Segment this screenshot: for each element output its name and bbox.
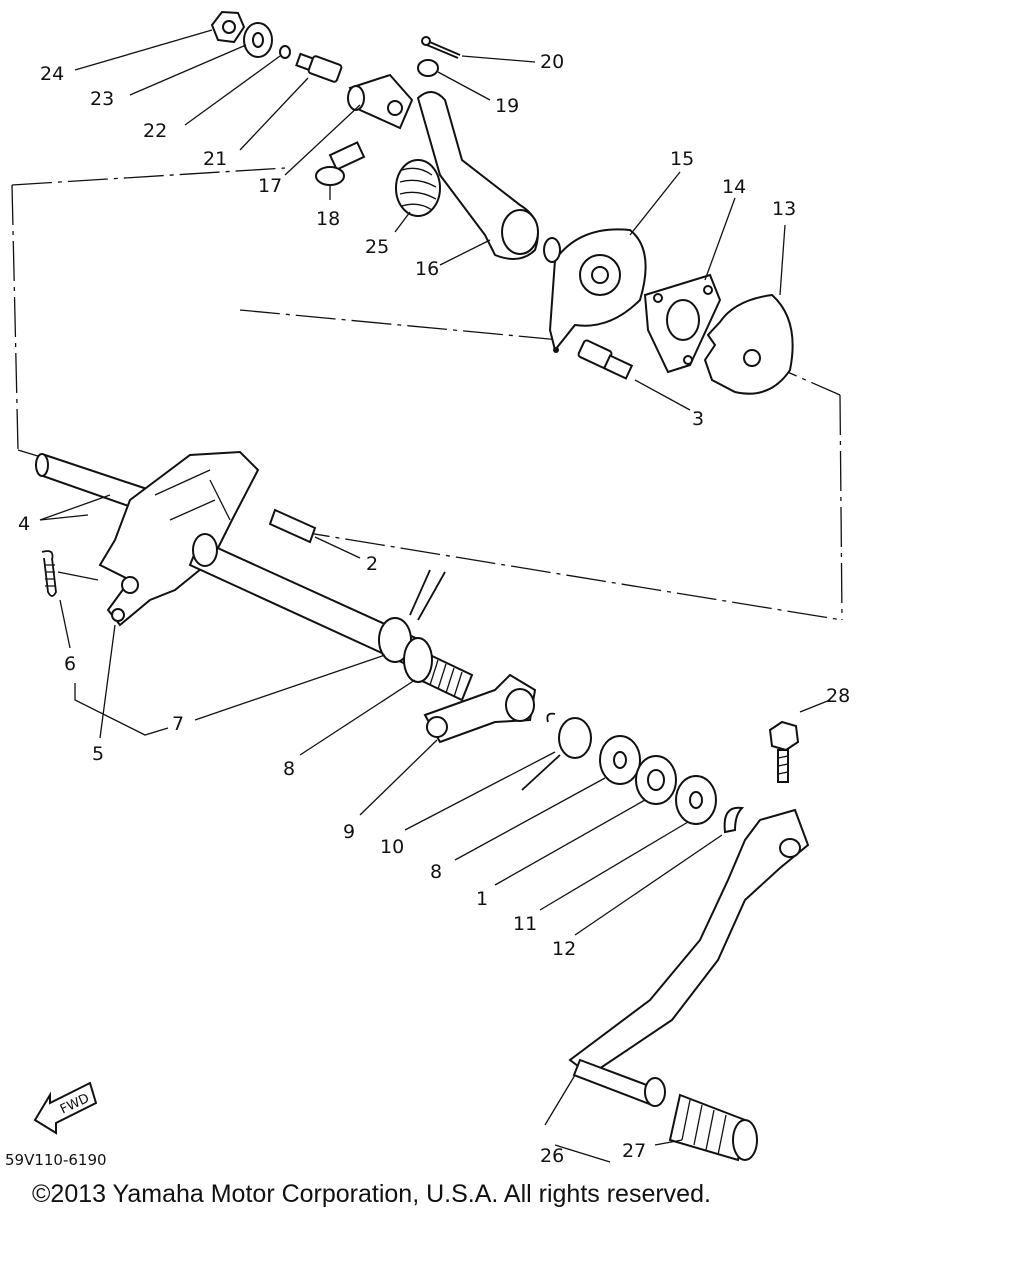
- callout-10: 10: [380, 836, 404, 858]
- callout-11: 11: [513, 913, 537, 935]
- part-17-clevis: [347, 73, 414, 130]
- callout-27: 27: [622, 1140, 646, 1162]
- part-16-shift-arm: [416, 91, 539, 260]
- callout-19: 19: [495, 95, 519, 117]
- copyright-notice: ©2013 Yamaha Motor Corporation, U.S.A. A…: [32, 1180, 711, 1208]
- part-11-washer: [675, 775, 717, 825]
- callout-13: 13: [772, 198, 796, 220]
- callout-25: 25: [365, 236, 389, 258]
- callout-22: 22: [143, 120, 167, 142]
- part-24-nut: [210, 10, 246, 44]
- part-19-washer: [417, 59, 439, 77]
- callout-7: 7: [172, 713, 184, 735]
- part-23-washer: [243, 22, 273, 58]
- callout-4: 4: [18, 513, 30, 535]
- callout-21: 21: [203, 148, 227, 170]
- part-18-pin: [315, 141, 366, 186]
- callout-24: 24: [40, 63, 64, 85]
- callout-6: 6: [64, 653, 76, 675]
- part-8-washer-a: [403, 637, 433, 683]
- part-12-clip: [723, 806, 745, 834]
- part-8-washer-b: [599, 735, 641, 785]
- callout-15: 15: [670, 148, 694, 170]
- shift-shaft-assembly: [35, 450, 474, 702]
- part-6-spring: [41, 550, 57, 597]
- drawing-code: 59V110-6190: [5, 1151, 107, 1169]
- callout-23: 23: [90, 88, 114, 110]
- exploded-parts-diagram: FWD 24 23: [5, 10, 850, 1169]
- part-7-spring: [378, 569, 446, 663]
- fwd-arrow-icon: FWD: [33, 1081, 98, 1135]
- callout-14: 14: [722, 176, 746, 198]
- part-9-lever: [423, 673, 537, 744]
- callout-5: 5: [92, 743, 104, 765]
- part-10-spring: [521, 712, 592, 791]
- callout-17: 17: [258, 175, 282, 197]
- part-25-spring: [395, 159, 441, 217]
- callout-1: 1: [476, 888, 488, 910]
- part-28-bolt: [768, 720, 800, 783]
- callout-12: 12: [552, 938, 576, 960]
- callout-16: 16: [415, 258, 439, 280]
- part-3-bolt: [577, 339, 634, 380]
- callout-8b: 8: [430, 861, 442, 883]
- part-20-cotter-pin: [421, 36, 461, 59]
- part-1-bushing: [635, 755, 677, 805]
- callout-2: 2: [366, 553, 378, 575]
- callout-20: 20: [540, 51, 564, 73]
- callout-28: 28: [826, 685, 850, 707]
- callout-3: 3: [692, 408, 704, 430]
- part-21-bolt: [295, 52, 343, 83]
- callout-26: 26: [540, 1145, 564, 1167]
- part-27-rubber: [668, 1093, 758, 1162]
- callout-labels: 24 23 22 21 17 18 20 19 25 16 15 14 13 3…: [5, 51, 850, 1169]
- part-26-shift-pedal: [568, 808, 810, 1107]
- part-14-plate: [643, 273, 722, 374]
- callout-8a: 8: [283, 758, 295, 780]
- callout-9: 9: [343, 821, 355, 843]
- part-2-pin: [268, 508, 317, 544]
- part-22-ring: [279, 45, 291, 59]
- part-15-plate: [543, 228, 647, 353]
- callout-18: 18: [316, 208, 340, 230]
- leader-lines: [39, 29, 831, 1163]
- part-13-cam-plate: [703, 293, 794, 395]
